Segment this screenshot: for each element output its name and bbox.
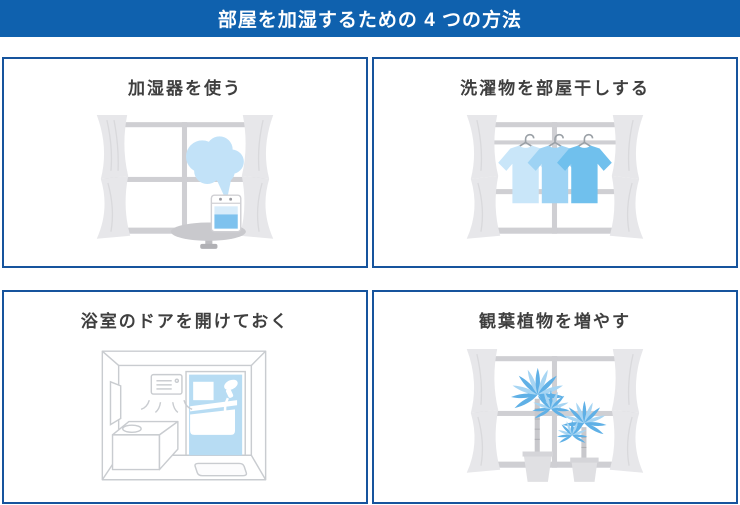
bathroom-open-door-illustration xyxy=(101,350,267,481)
curtain-right xyxy=(239,114,274,239)
card-bathroom-door-title: 浴室のドアを開けておく xyxy=(80,312,290,331)
card-houseplants: 観葉植物を増やす xyxy=(372,290,738,504)
card-indoor-laundry: 洗濯物を部屋干しする xyxy=(372,57,738,268)
plant-short xyxy=(557,401,607,483)
wall-heater-icon xyxy=(140,374,193,414)
curtain-left xyxy=(96,114,131,239)
vanity-counter xyxy=(111,421,179,471)
curtain-left xyxy=(466,349,501,473)
bath-mat xyxy=(194,462,248,477)
mist-cloud xyxy=(186,136,244,201)
open-bathroom-doorway xyxy=(185,371,246,457)
houseplants-window-illustration xyxy=(466,349,644,483)
shirt-dark xyxy=(557,145,612,203)
card-bathroom-door: 浴室のドアを開けておく xyxy=(2,290,368,504)
hanging-shirts xyxy=(498,133,612,203)
wall-mirror xyxy=(109,380,122,427)
curtain-right xyxy=(609,114,644,239)
title-banner: 部屋を加湿するための 4 つの方法 xyxy=(0,0,740,37)
curtain-right xyxy=(609,349,644,473)
indoor-laundry-illustration xyxy=(466,114,644,239)
card-humidifier-title: 加湿器を使う xyxy=(128,79,242,98)
card-indoor-laundry-title: 洗濯物を部屋干しする xyxy=(460,79,650,98)
card-houseplants-title: 観葉植物を増やす xyxy=(479,312,631,331)
curtain-left xyxy=(466,114,501,239)
page-title: 部屋を加湿するための 4 つの方法 xyxy=(217,10,523,31)
plant-tall xyxy=(511,368,570,483)
card-humidifier: 加湿器を使う xyxy=(2,57,368,268)
methods-grid: 加湿器を使う xyxy=(0,37,740,504)
humidifier-window-illustration xyxy=(96,114,274,249)
shower-head-icon xyxy=(223,379,238,434)
humidifier xyxy=(210,194,242,233)
